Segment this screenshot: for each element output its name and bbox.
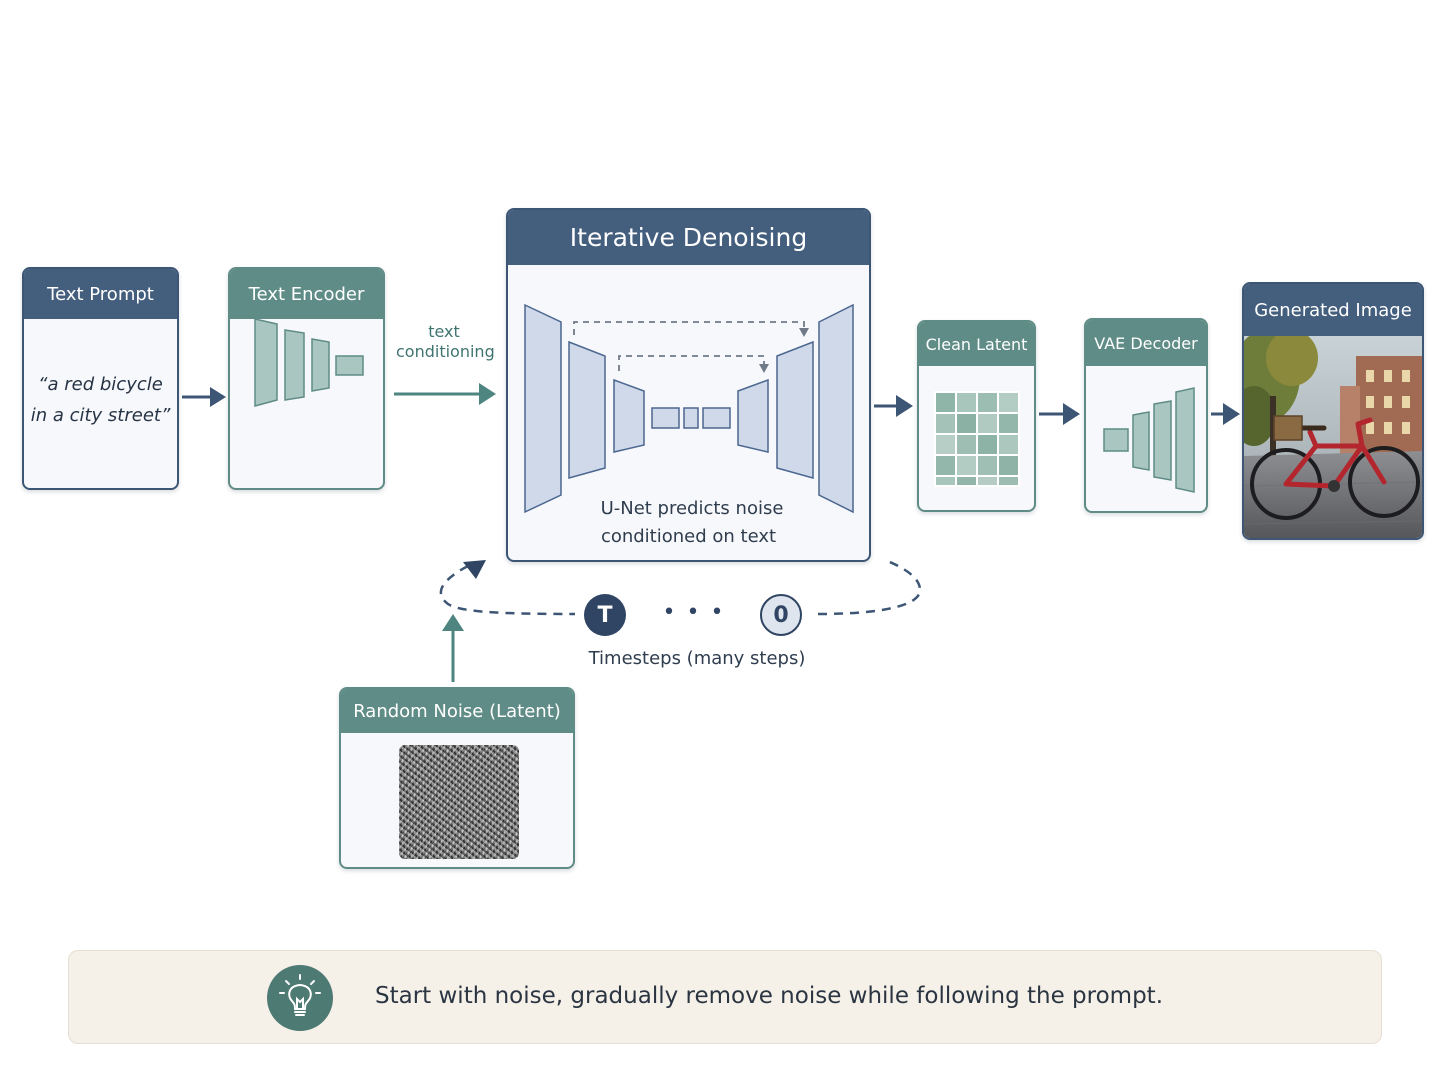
random-noise-title: Random Noise (Latent) [341, 689, 573, 733]
timestep-dots: • • • [662, 600, 726, 625]
encoder-icon [254, 319, 364, 407]
loop-arrowhead [463, 560, 486, 579]
text-encoder-title: Text Encoder [230, 269, 383, 319]
conditioning-label: text conditioning [396, 322, 495, 362]
unet-caption-1: U-Net predicts noise [601, 498, 784, 519]
prompt-text: “a red bicycle in a city street” [24, 319, 177, 431]
latent-grid-icon [934, 391, 1020, 487]
clean-latent-card: Clean Latent [917, 320, 1036, 512]
arrow-conditioning [394, 383, 496, 405]
denoising-title: Iterative Denoising [508, 210, 869, 265]
conditioning-line-1: text [428, 322, 460, 341]
noise-texture [399, 745, 519, 859]
arrow-noise-up [442, 614, 464, 682]
random-noise-card: Random Noise (Latent) [339, 687, 575, 869]
arrow-decoder-to-image [1211, 403, 1240, 425]
conditioning-line-2: conditioning [396, 342, 495, 361]
timestep-end: 0 [760, 594, 802, 636]
decoder-icon [1103, 387, 1195, 493]
text-prompt-card: Text Prompt “a red bicycle in a city str… [22, 267, 179, 490]
lightbulb-icon [267, 965, 333, 1031]
text-encoder-card: Text Encoder [228, 267, 385, 490]
bicycle-photo [1244, 336, 1422, 538]
timesteps-label: Timesteps (many steps) [588, 648, 806, 669]
prompt-line-1: “a red bicycle [38, 374, 163, 395]
denoising-card: Iterative Denoising U-Net predicts noise… [506, 208, 871, 562]
prompt-line-2: in a city street” [30, 405, 171, 426]
unet-icon: U-Net predicts noise [524, 303, 854, 519]
tip-banner: Start with noise, gradually remove noise… [68, 950, 1382, 1044]
vae-decoder-title: VAE Decoder [1086, 320, 1206, 366]
tip-text: Start with noise, gradually remove noise… [375, 983, 1164, 1009]
arrow-prompt-to-encoder [182, 387, 226, 407]
unet-caption-2: conditioned on text [600, 526, 777, 547]
clean-latent-title: Clean Latent [919, 322, 1034, 366]
text-prompt-title: Text Prompt [24, 269, 177, 319]
timestep-end-label: 0 [773, 602, 789, 628]
generated-image-card: Generated Image [1242, 282, 1424, 540]
vae-decoder-card: VAE Decoder [1084, 318, 1208, 513]
lightbulb-glyph [279, 974, 321, 1016]
arrow-denoise-to-latent [874, 395, 913, 417]
generated-image-title: Generated Image [1244, 284, 1422, 336]
timestep-start: T [584, 594, 626, 636]
arrow-latent-to-decoder [1039, 403, 1080, 425]
timestep-start-label: T [597, 602, 613, 628]
timestep-loop [439, 558, 922, 616]
